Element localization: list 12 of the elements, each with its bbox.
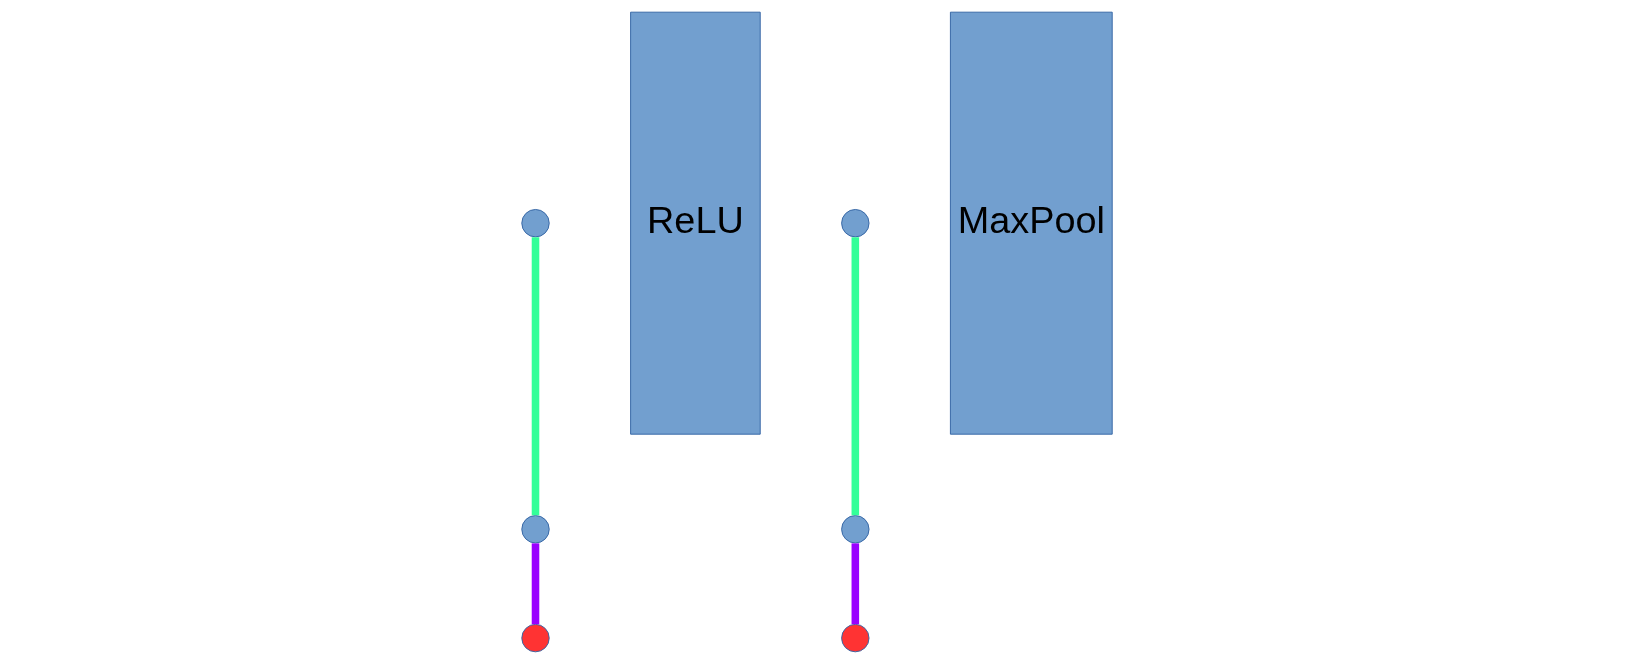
node-circle [841, 515, 870, 544]
node-box: ReLU [630, 11, 761, 435]
node-circle [841, 623, 870, 653]
node-circle [521, 209, 550, 238]
connector [851, 543, 860, 625]
connector [531, 543, 540, 625]
node-circle [841, 209, 870, 238]
node-box: MaxPool [949, 11, 1113, 435]
node-circle [521, 515, 550, 544]
connector [851, 237, 860, 516]
node-circle [521, 623, 550, 653]
connector [531, 237, 540, 516]
